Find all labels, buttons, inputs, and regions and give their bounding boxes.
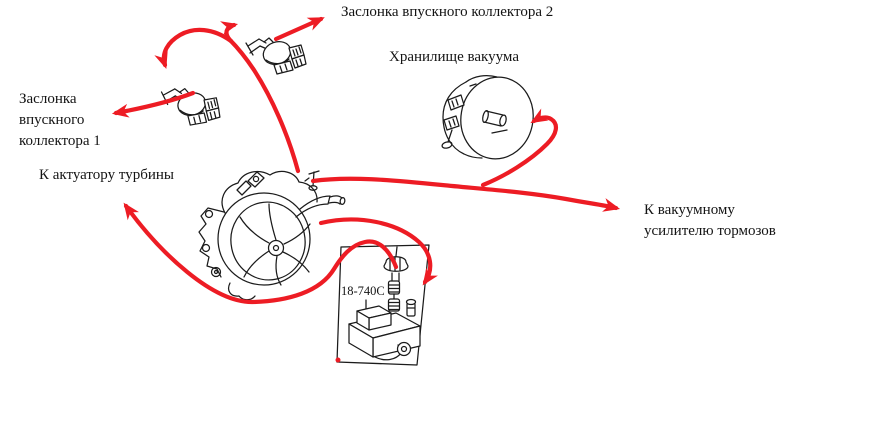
arrow-hook-to-actuator-1 (154, 27, 234, 69)
arrow-turbo-to-solenoid-valve (318, 217, 438, 286)
arrow-branch-to-reservoir (480, 108, 558, 188)
arrow-to-brake-booster-label (310, 176, 621, 212)
arrow-valve-to-turbo-actuator-label (123, 202, 399, 305)
label-intake-flap-1: Заслонка впускного коллектора 1 (19, 91, 101, 149)
label-intake-flap-2: Заслонка впускного коллектора 2 (341, 4, 554, 20)
label-part-code: 18-740C (341, 284, 385, 298)
arrow-to-intake-flap-2-label (273, 16, 325, 42)
vacuum-reservoir-drawing (441, 75, 534, 160)
solenoid-valve-box-drawing (336, 244, 430, 366)
label-brake-booster: К вакуумному усилителю тормозов (644, 202, 776, 239)
label-vacuum-reservoir: Хранилище вакуума (389, 49, 519, 65)
red-paint-mark (335, 357, 341, 363)
turbocharger-drawing (198, 170, 346, 301)
arrow-to-intake-flap-1-label (111, 90, 196, 118)
label-turbo-actuator: К актуатору турбины (39, 167, 174, 183)
arrow-turbo-to-top (220, 21, 301, 174)
